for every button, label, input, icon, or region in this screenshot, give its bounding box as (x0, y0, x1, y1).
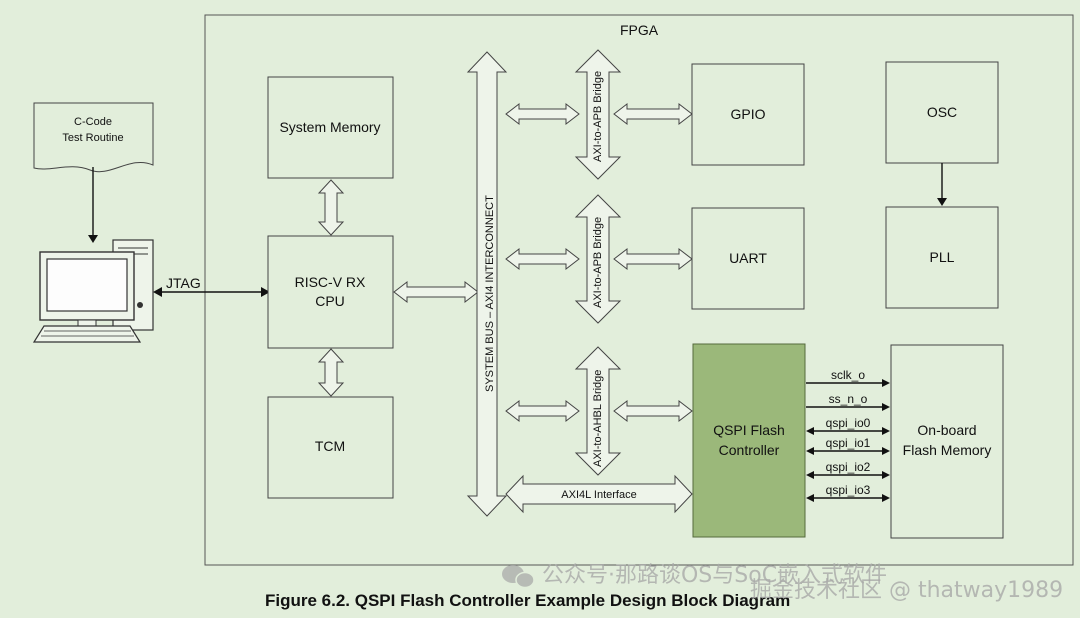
fpga-boundary (204, 14, 1074, 566)
signal-arrowhead-right (882, 494, 890, 502)
bridge-uart-arrow (613, 247, 693, 271)
cpu-label-line1: RISC-V RX (295, 274, 366, 290)
tcm-block (267, 396, 394, 499)
signal-label: qspi_io2 (826, 460, 871, 474)
signal-arrowhead-right (882, 471, 890, 479)
flash-label-line2: Flash Memory (903, 442, 992, 458)
signal-label: sclk_o (831, 368, 865, 382)
gpio-label: GPIO (730, 106, 765, 122)
signal-label: ss_n_o (829, 392, 868, 406)
watermark-line2: 掘金技术社区 @ thatway1989 (750, 578, 1063, 603)
ccode-arrowhead (88, 235, 98, 243)
osc-label: OSC (927, 104, 957, 120)
system-bus-label: SYSTEM BUS – AXI4 INTERCONNECT (484, 195, 496, 392)
system-bus (466, 51, 508, 517)
bus-qspi-bridge-arrow (505, 399, 580, 423)
axi4l-label: AXI4L Interface (561, 489, 636, 501)
jtag-arrowhead-right (261, 287, 270, 297)
pll-block (885, 206, 999, 309)
signal-arrowhead-left (806, 494, 814, 502)
bus-uart-bridge-arrow (505, 247, 580, 271)
fpga-label: FPGA (620, 22, 659, 38)
qspi-bridge-label: AXI-to-AHBL Bridge (592, 370, 604, 467)
cpu-block (267, 235, 394, 349)
uart-bridge (574, 194, 622, 324)
ccode-line2: Test Routine (62, 132, 123, 144)
ccode-line1: C-Code (74, 116, 112, 128)
signal-arrowhead-right (882, 447, 890, 455)
cpu-label-line2: CPU (315, 293, 345, 309)
bridge-qspi-arrow (613, 399, 693, 423)
computer-icon (32, 239, 154, 343)
qspi-label-line2: Controller (719, 442, 780, 458)
qspi-signal-lines: sclk_o ss_n_o qspi_io0 qspi_io1 qspi_io2qspi… (806, 368, 890, 502)
signal-arrowhead-right (882, 427, 890, 435)
bridge-gpio-arrow (613, 102, 693, 126)
uart-bridge-label: AXI-to-APB Bridge (592, 217, 604, 308)
jtag-label: JTAG (166, 275, 201, 291)
cpu-bus-arrow (393, 280, 479, 304)
ccode-document (33, 102, 154, 173)
system-memory-block (267, 76, 394, 179)
watermark-line1: 公众号·那路谈OS与SoC嵌入式软件 (542, 563, 887, 588)
signal-arrowhead-left (806, 447, 814, 455)
flash-label-line1: On-board (917, 422, 976, 438)
qspi-bridge (574, 346, 622, 476)
system-memory-label: System Memory (279, 119, 380, 135)
jtag-arrowhead-left (153, 287, 162, 297)
signal-arrowhead-right (882, 403, 890, 411)
wechat-logo-icon (502, 565, 535, 589)
uart-label: UART (729, 250, 767, 266)
tcm-label: TCM (315, 438, 345, 454)
gpio-block (691, 63, 805, 166)
signal-arrowhead-left (806, 427, 814, 435)
signal-label: qspi_io3 (826, 483, 871, 497)
gpio-bridge (574, 49, 622, 180)
memory-cpu-arrow (317, 179, 345, 236)
pll-label: PLL (930, 249, 955, 265)
gpio-bridge-label: AXI-to-APB Bridge (592, 71, 604, 162)
signal-arrowhead-right (882, 379, 890, 387)
signal-label: qspi_io0 (826, 416, 871, 430)
figure-caption: Figure 6.2. QSPI Flash Controller Exampl… (265, 591, 790, 610)
cpu-tcm-arrow (317, 348, 345, 397)
osc-pll-arrowhead (937, 198, 947, 206)
qspi-controller-block (692, 343, 806, 538)
uart-block (691, 207, 805, 310)
flash-memory-block (890, 344, 1004, 539)
qspi-label-line1: QSPI Flash (713, 422, 785, 438)
signal-label: qspi_io1 (826, 436, 871, 450)
osc-block (885, 61, 999, 164)
bus-gpio-bridge-arrow (505, 102, 580, 126)
signal-arrowhead-left (806, 471, 814, 479)
axi4l-interface-arrow (505, 474, 693, 514)
